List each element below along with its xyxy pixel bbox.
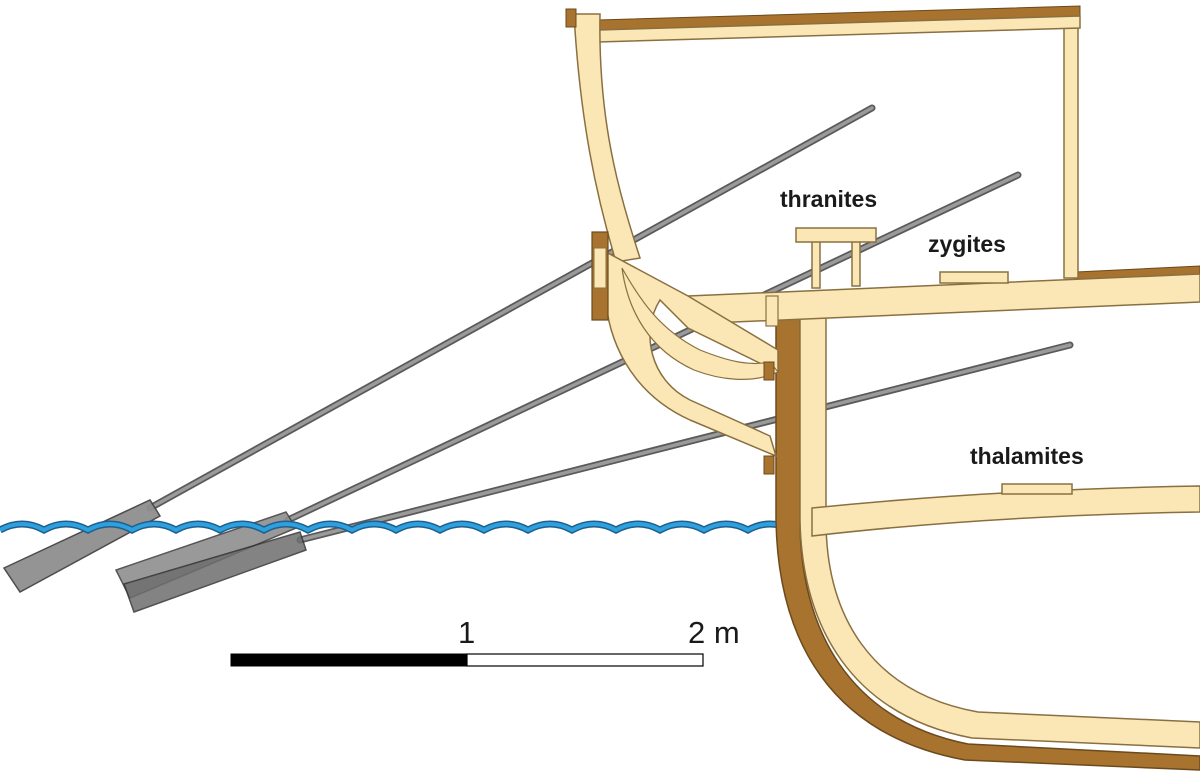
lower-beam bbox=[811, 485, 1200, 537]
label-thalamites: thalamites bbox=[970, 443, 1084, 469]
oars bbox=[2, 104, 1074, 613]
scale-label-2m: 2 m bbox=[688, 615, 740, 650]
hull-planking bbox=[775, 299, 1200, 771]
thalamite-seat bbox=[1001, 483, 1073, 495]
scale-bar-black-segment bbox=[230, 653, 468, 667]
label-zygites: zygites bbox=[928, 231, 1006, 257]
outrigger-bracket bbox=[605, 250, 779, 458]
hull-top-post bbox=[765, 295, 779, 327]
thalamite-oar-blade bbox=[123, 531, 307, 613]
thole-block-upper bbox=[763, 361, 775, 381]
thranite-seat-leg-left bbox=[811, 239, 821, 289]
thranite-seat-leg-right bbox=[851, 239, 861, 287]
canopy-post bbox=[1063, 25, 1079, 279]
stanchion-cap bbox=[565, 8, 577, 28]
zygite-seat bbox=[939, 271, 1009, 284]
scale-bar-white-segment bbox=[466, 653, 704, 667]
curved-stanchion bbox=[573, 13, 641, 263]
hull-frame bbox=[799, 317, 1200, 749]
thranite-seat bbox=[795, 227, 877, 243]
label-thranites: thranites bbox=[780, 186, 877, 212]
thole-block-lower bbox=[763, 455, 775, 475]
hull bbox=[565, 5, 1200, 771]
scale-label-1: 1 bbox=[458, 615, 475, 650]
scale-bar: 1 2 m bbox=[230, 615, 740, 667]
